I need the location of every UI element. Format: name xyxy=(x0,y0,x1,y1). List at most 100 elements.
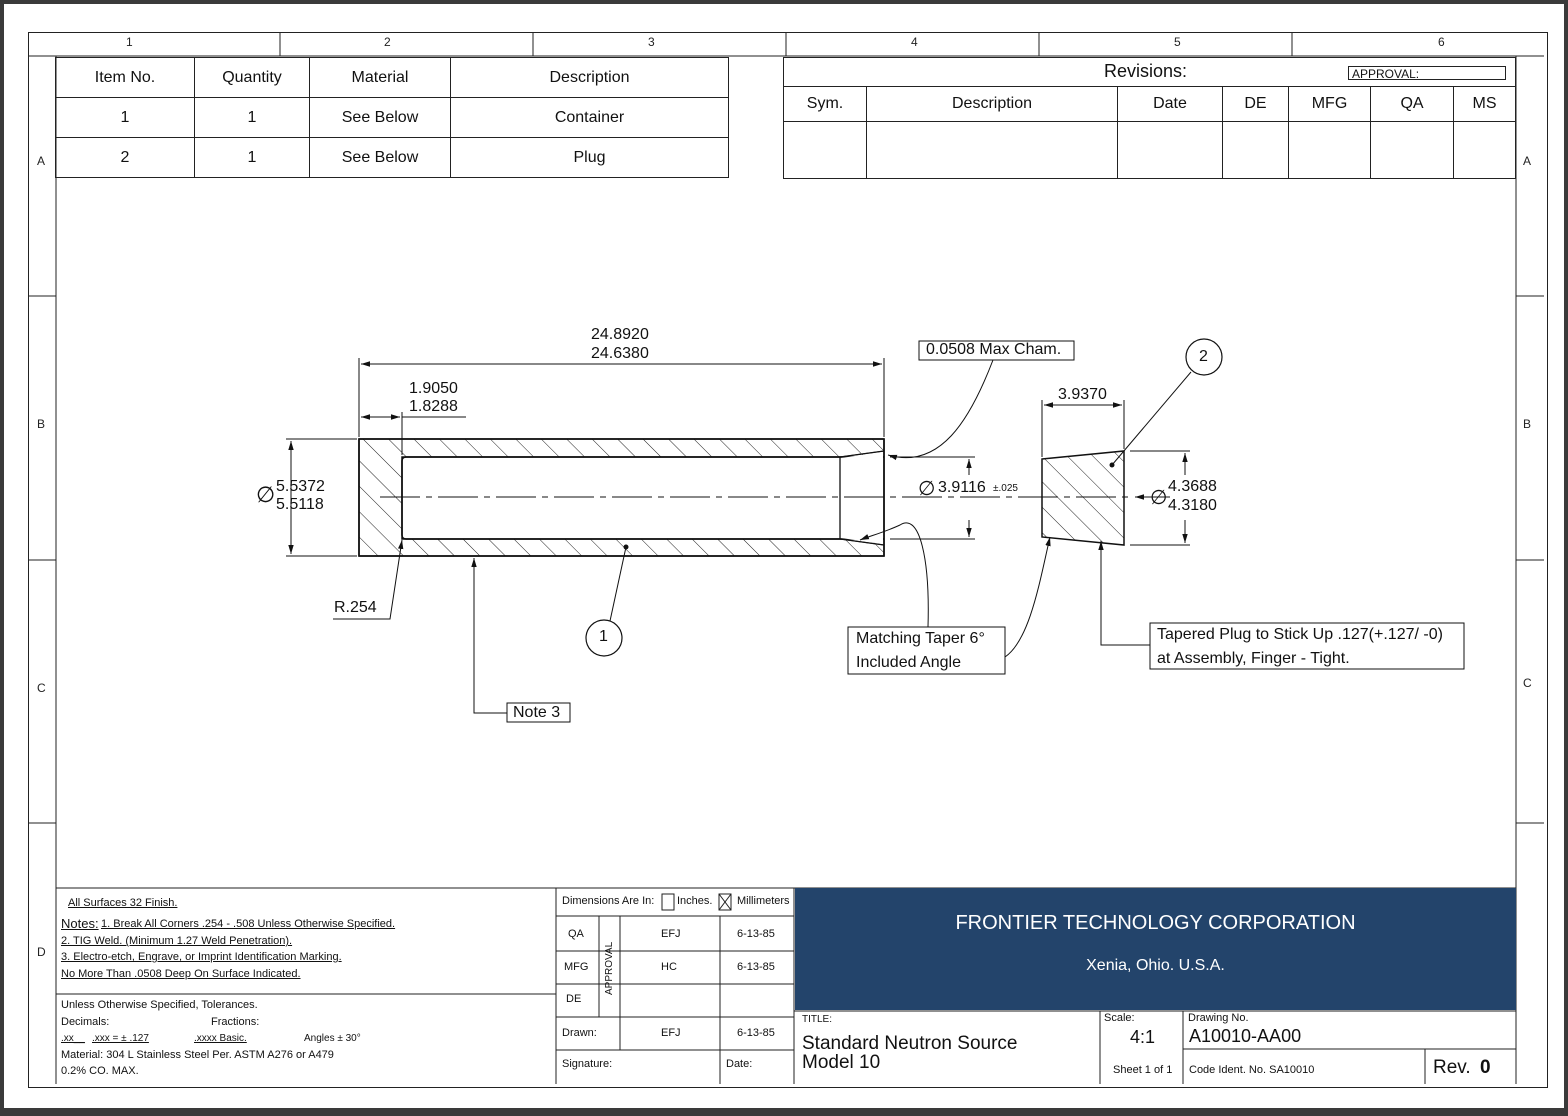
taper-callout-line1: Matching Taper 6° xyxy=(856,630,985,647)
bom-cell: Container xyxy=(450,97,729,138)
rev-label: Rev. xyxy=(1433,1057,1471,1078)
zone-row-c-left: C xyxy=(37,681,46,695)
bom-cell: 1 xyxy=(55,97,195,138)
rev-cell xyxy=(1370,121,1454,179)
balloon-2: 2 xyxy=(1199,348,1208,365)
bom-cell: 2 xyxy=(55,137,195,178)
rev-cell xyxy=(783,121,867,179)
dim-od-min: 5.5118 xyxy=(276,496,324,513)
approval-date-mfg: 6-13-85 xyxy=(737,961,775,973)
rev-header-sym: Sym. xyxy=(783,86,867,122)
plug-part xyxy=(1041,450,1125,546)
rev-header-de: DE xyxy=(1222,86,1289,122)
fractions-label: Fractions: xyxy=(211,1016,260,1028)
rev-header-qa: QA xyxy=(1370,86,1454,122)
zone-col-5: 5 xyxy=(1174,35,1181,49)
balloon-1: 1 xyxy=(599,628,608,645)
decimals-label: Decimals: xyxy=(61,1016,110,1028)
title-label: TITLE: xyxy=(802,1014,833,1025)
diameter-symbol-od: ∅ xyxy=(256,482,276,507)
dim-plug-dia-min: 4.3180 xyxy=(1168,497,1217,514)
signature-label: Signature: xyxy=(562,1058,613,1070)
title-line-1: Standard Neutron Source xyxy=(802,1033,1018,1054)
dim-od-max: 5.5372 xyxy=(276,478,325,495)
dim-wall-min: 1.8288 xyxy=(409,398,458,415)
rev-header-ms: MS xyxy=(1453,86,1516,122)
date-label: Date: xyxy=(726,1058,753,1070)
zone-col-2: 2 xyxy=(384,35,391,49)
diameter-symbol-bore: ∅ xyxy=(918,478,936,500)
company-name: FRONTIER TECHNOLOGY CORPORATION xyxy=(955,912,1356,934)
bom-header-quantity: Quantity xyxy=(194,57,310,98)
approval-role-de: DE xyxy=(566,993,582,1005)
dim-plug-length: 3.9370 xyxy=(1058,386,1107,403)
approval-initials-mfg: HC xyxy=(661,961,677,973)
tolerance-heading: Unless Otherwise Specified, Tolerances. xyxy=(61,999,258,1011)
bom-row: 1 1 See Below Container xyxy=(55,97,729,138)
zone-col-4: 4 xyxy=(911,35,918,49)
note-3a: 3. Electro-etch, Engrave, or Imprint Ide… xyxy=(61,951,342,963)
zone-col-6: 6 xyxy=(1438,35,1445,49)
bom-header-description: Description xyxy=(450,57,729,98)
dim-length-max: 24.8920 xyxy=(591,326,649,343)
finish-note: All Surfaces 32 Finish. xyxy=(68,897,178,909)
diameter-symbol-plug: ∅ xyxy=(1150,487,1168,509)
approval-role-mfg: MFG xyxy=(564,961,589,973)
revisions-table: Sym. Description Date DE MFG QA MS xyxy=(783,86,1516,179)
rev-header-description: Description xyxy=(866,86,1118,122)
tol-xx: .xx__ xyxy=(61,1033,85,1044)
tol-xxx: .xxx = ± .127 xyxy=(92,1033,149,1044)
code-ident: Code Ident. No. SA10010 xyxy=(1189,1064,1315,1076)
drawing-number: A10010-AA00 xyxy=(1189,1026,1302,1046)
dim-bore-tol: ±.025 xyxy=(993,483,1018,494)
rev-header-mfg: MFG xyxy=(1288,86,1371,122)
rev-cell xyxy=(1117,121,1223,179)
note-2: 2. TIG Weld. (Minimum 1.27 Weld Penetrat… xyxy=(61,935,293,947)
dim-plug-dia-max: 4.3688 xyxy=(1168,478,1217,495)
carbon-spec: 0.2% CO. MAX. xyxy=(61,1065,139,1077)
rev-header-date: Date xyxy=(1117,86,1223,122)
zone-row-a-right: A xyxy=(1523,154,1532,168)
tol-xxxx: .xxxx Basic. xyxy=(194,1033,247,1044)
zone-col-1: 1 xyxy=(126,35,133,49)
material-spec: Material: 304 L Stainless Steel Per. AST… xyxy=(61,1049,334,1061)
scale-value: 4:1 xyxy=(1130,1027,1156,1047)
bom-cell: 1 xyxy=(194,137,310,178)
dim-wall-max: 1.9050 xyxy=(409,380,458,397)
revisions-header: Revisions: APPROVAL: xyxy=(783,57,1516,87)
drawn-date: 6-13-85 xyxy=(737,1027,775,1039)
revisions-title: Revisions: xyxy=(1104,61,1188,81)
bom-cell: 1 xyxy=(194,97,310,138)
bom-header-material: Material xyxy=(309,57,451,98)
sheet-number: Sheet 1 of 1 xyxy=(1113,1064,1173,1076)
zone-col-3: 3 xyxy=(648,35,655,49)
notes-label: Notes: xyxy=(61,916,99,931)
zone-row-c-right: C xyxy=(1523,676,1532,690)
scale-label: Scale: xyxy=(1104,1012,1135,1024)
note-1: 1. Break All Corners .254 - .508 Unless … xyxy=(101,918,396,930)
bom-cell: Plug xyxy=(450,137,729,178)
drawn-label: Drawn: xyxy=(562,1027,597,1039)
approval-vertical-label: APPROVAL xyxy=(604,941,615,995)
approval-date-qa: 6-13-85 xyxy=(737,928,775,940)
bill-of-materials: Item No. Quantity Material Description 1… xyxy=(55,57,729,178)
tol-angles: Angles ± 30° xyxy=(304,1033,361,1044)
millimeters-option[interactable]: Millimeters xyxy=(737,895,790,907)
rev-cell xyxy=(866,121,1118,179)
rev-cell xyxy=(1222,121,1289,179)
zone-row-a-left: A xyxy=(37,154,46,168)
bom-cell: See Below xyxy=(309,97,451,138)
note3-callout: Note 3 xyxy=(513,704,561,721)
company-location: Xenia, Ohio. U.S.A. xyxy=(1086,957,1225,974)
zone-row-d-left: D xyxy=(37,945,46,959)
inches-option[interactable]: Inches. xyxy=(677,895,713,907)
title-line-2: Model 10 xyxy=(802,1052,881,1073)
approval-role-qa: QA xyxy=(568,928,584,940)
rev-cell xyxy=(1288,121,1371,179)
zone-row-b-right: B xyxy=(1523,417,1532,431)
revisions-approval-field[interactable]: APPROVAL: xyxy=(1348,66,1506,81)
revision-row xyxy=(783,121,1516,179)
approval-initials-qa: EFJ xyxy=(661,928,681,940)
dim-bore: 3.9116 xyxy=(938,479,986,496)
